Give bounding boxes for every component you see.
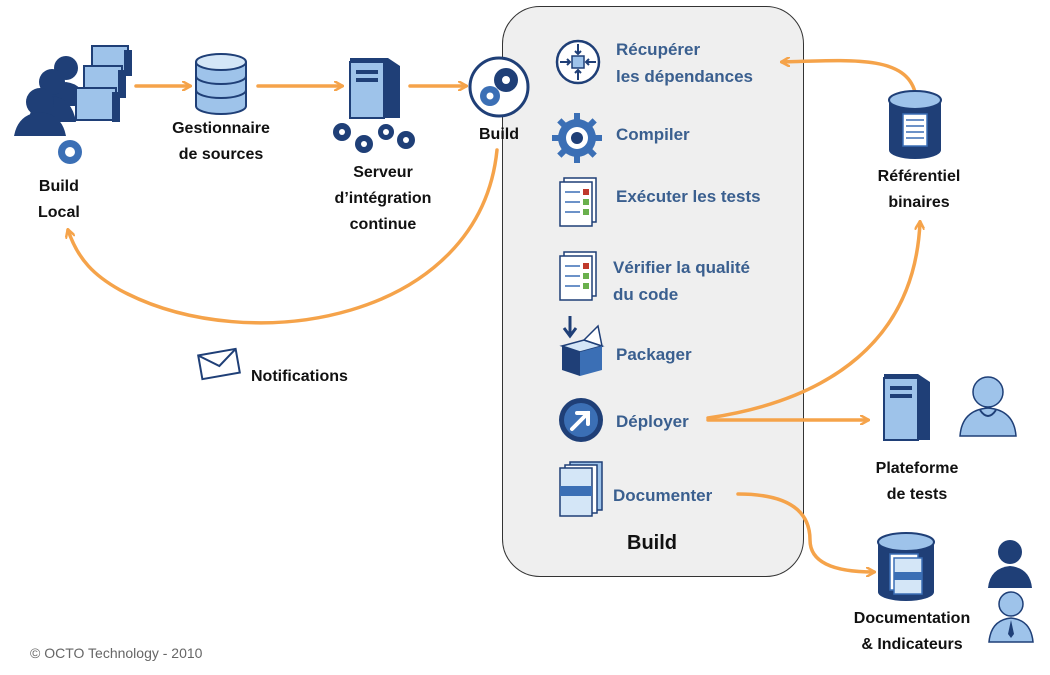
gear-icon [552,113,602,163]
step-tests-line-1: Exécuter les tests [616,187,761,206]
step-deploy-label: Déployer [616,408,689,435]
dependencies-icon [555,39,601,85]
step-document-label: Documenter [613,482,712,509]
notifications-label: Notifications [251,368,348,385]
step-quality-line-1: Vérifier la qualité [613,258,750,277]
test-platform-line-1: Plateforme [875,460,959,477]
test-server-icon [883,374,930,441]
arrow-doc-to-docs [736,492,874,572]
build-panel [502,6,804,577]
scm-label: Gestionnaire de sources [156,116,286,168]
build-local-line-2: Local [38,204,80,221]
docs-line-1: Documentation [853,610,971,627]
checklist-icon [559,177,597,227]
step-document-line-1: Documenter [613,486,713,505]
step-package-label: Packager [616,341,692,368]
docs-label: Documentation & Indicateurs [842,606,982,658]
step-package-line-1: Packager [616,345,692,364]
ci-server-line-2: d’intégration [334,190,432,207]
build-panel-title: Build [627,532,677,554]
managers-persons-icon [988,540,1034,643]
scm-line-2: de sources [178,146,264,163]
ci-server-icon [333,58,415,153]
scm-line-1: Gestionnaire [172,120,270,137]
test-platform-label: Plateforme de tests [852,456,982,508]
binaries-label: Référentiel binaires [854,164,984,216]
ci-server-label: Serveur d’intégration continue [318,160,448,238]
step-dependencies-line-1: Récupérer [616,40,701,59]
build-local-label: Build Local [38,174,80,226]
arrow-build-to-local [68,148,499,325]
docs-line-2: & Indicateurs [861,636,963,653]
binaries-line-1: Référentiel [877,168,961,185]
step-compile-label: Compiler [616,121,690,148]
deploy-arrow-icon [559,398,603,442]
binary-repository-icon [888,90,942,159]
step-dependencies-line-2: les dépendances [616,67,754,86]
step-compile-line-1: Compiler [616,125,690,144]
step-quality-line-2: du code [613,285,679,304]
documents-icon [559,461,603,517]
arrow-deploy-to-binaries [706,222,920,420]
step-deploy-line-1: Déployer [616,412,689,431]
step-dependencies-label: Récupérer les dépendances [616,36,753,90]
ci-server-line-1: Serveur [353,164,413,181]
checklist-icon [559,251,597,301]
step-quality-label: Vérifier la qualité du code [613,254,750,308]
users-workstations-icon [14,45,132,164]
copyright-text: © OCTO Technology - 2010 [30,645,203,661]
package-box-icon [559,316,605,376]
envelope-icon [197,347,241,381]
build-trigger-label: Build [479,126,519,143]
documentation-repository-icon [877,532,935,601]
database-icon [195,53,247,115]
tester-person-icon [959,376,1017,437]
build-gears-icon [468,56,530,118]
build-local-line-1: Build [38,178,79,195]
ci-server-line-3: continue [349,216,417,233]
step-tests-label: Exécuter les tests [616,183,761,210]
arrow-binaries-to-deps [782,61,917,94]
binaries-line-2: binaires [888,194,950,211]
test-platform-line-2: de tests [886,486,948,503]
